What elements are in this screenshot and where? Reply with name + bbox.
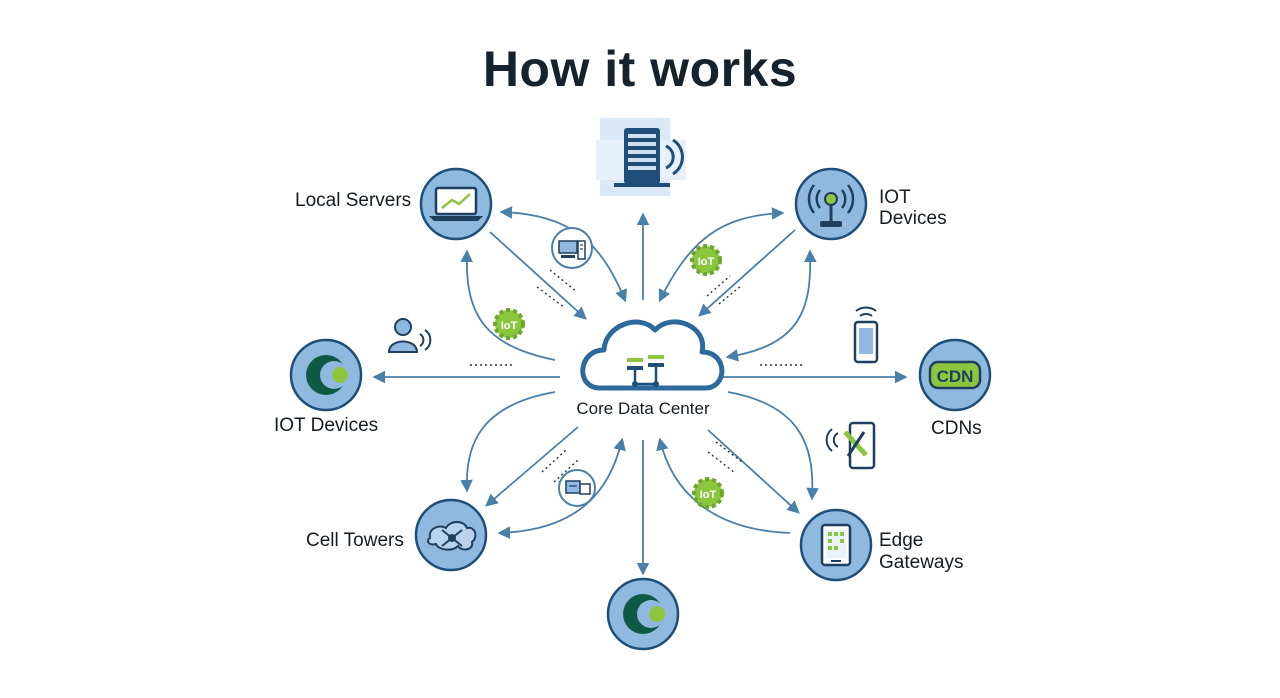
crescent-logo-icon (306, 355, 348, 395)
connector-arrows (372, 206, 908, 576)
node-cdns: CDN (918, 338, 992, 412)
node-edge-gateways (799, 508, 873, 582)
arrow-curve-left-lower (460, 391, 556, 493)
edge-gateways-label-line1: Edge (879, 530, 924, 551)
laptop-chart-icon (429, 186, 483, 221)
cloud-network-icon (580, 319, 725, 391)
arrow-from-local-servers (489, 231, 587, 320)
server-rack-small-icon (558, 469, 596, 507)
arrow-from-iot-top (698, 229, 796, 317)
cdns-label: CDNs (931, 418, 982, 439)
local-servers-label: Local Servers (295, 190, 412, 211)
arrow-curve-left-upper (460, 249, 556, 361)
phone-tools-icon (825, 421, 876, 470)
iot-gear-badge-icon: IoT (493, 308, 525, 340)
dotted-lines (470, 269, 805, 483)
arrow-curve-right-lower (727, 391, 819, 501)
tablet-grid-icon (820, 523, 852, 567)
iot-gear-badge-icon: IoT (692, 477, 724, 509)
person-wireless-icon (387, 318, 432, 353)
network-nodes-icon (427, 521, 477, 551)
iot-devices-left-label: IOT Devices (274, 415, 379, 436)
node-bottom (606, 577, 680, 651)
iot-devices-top-label-line2: Devices (879, 208, 947, 229)
cdn-badge-icon: CDN (928, 360, 982, 390)
page-title: How it works (482, 41, 798, 97)
smartphone-wireless-icon (853, 306, 879, 364)
server-rack-small-icon (551, 227, 593, 269)
edge-gateways-label-line2: Gateways (879, 552, 964, 573)
iot-gear-badge-icon: IoT (690, 244, 722, 276)
arrow-to-edge-gateways (707, 429, 800, 514)
core-data-center-label: Core Data Center (576, 399, 710, 418)
iot-badge-text: IoT (501, 320, 518, 332)
cdn-badge-text: CDN (937, 367, 974, 386)
iot-devices-top-label-line1: IOT (879, 187, 911, 208)
iot-badge-text: IoT (700, 489, 717, 501)
node-local-servers (419, 167, 493, 241)
arrow-curve-right-upper (725, 249, 817, 362)
antenna-joystick-icon (807, 184, 855, 227)
node-iot-devices-left (289, 338, 363, 412)
arrow-to-iot-top (658, 207, 785, 303)
iot-badge-text: IoT (698, 256, 715, 268)
node-iot-devices-top (794, 167, 868, 241)
crescent-logo-icon (623, 594, 665, 634)
node-cell-towers (414, 498, 488, 572)
cell-towers-label: Cell Towers (306, 530, 404, 551)
server-building-wireless-icon (596, 118, 686, 196)
